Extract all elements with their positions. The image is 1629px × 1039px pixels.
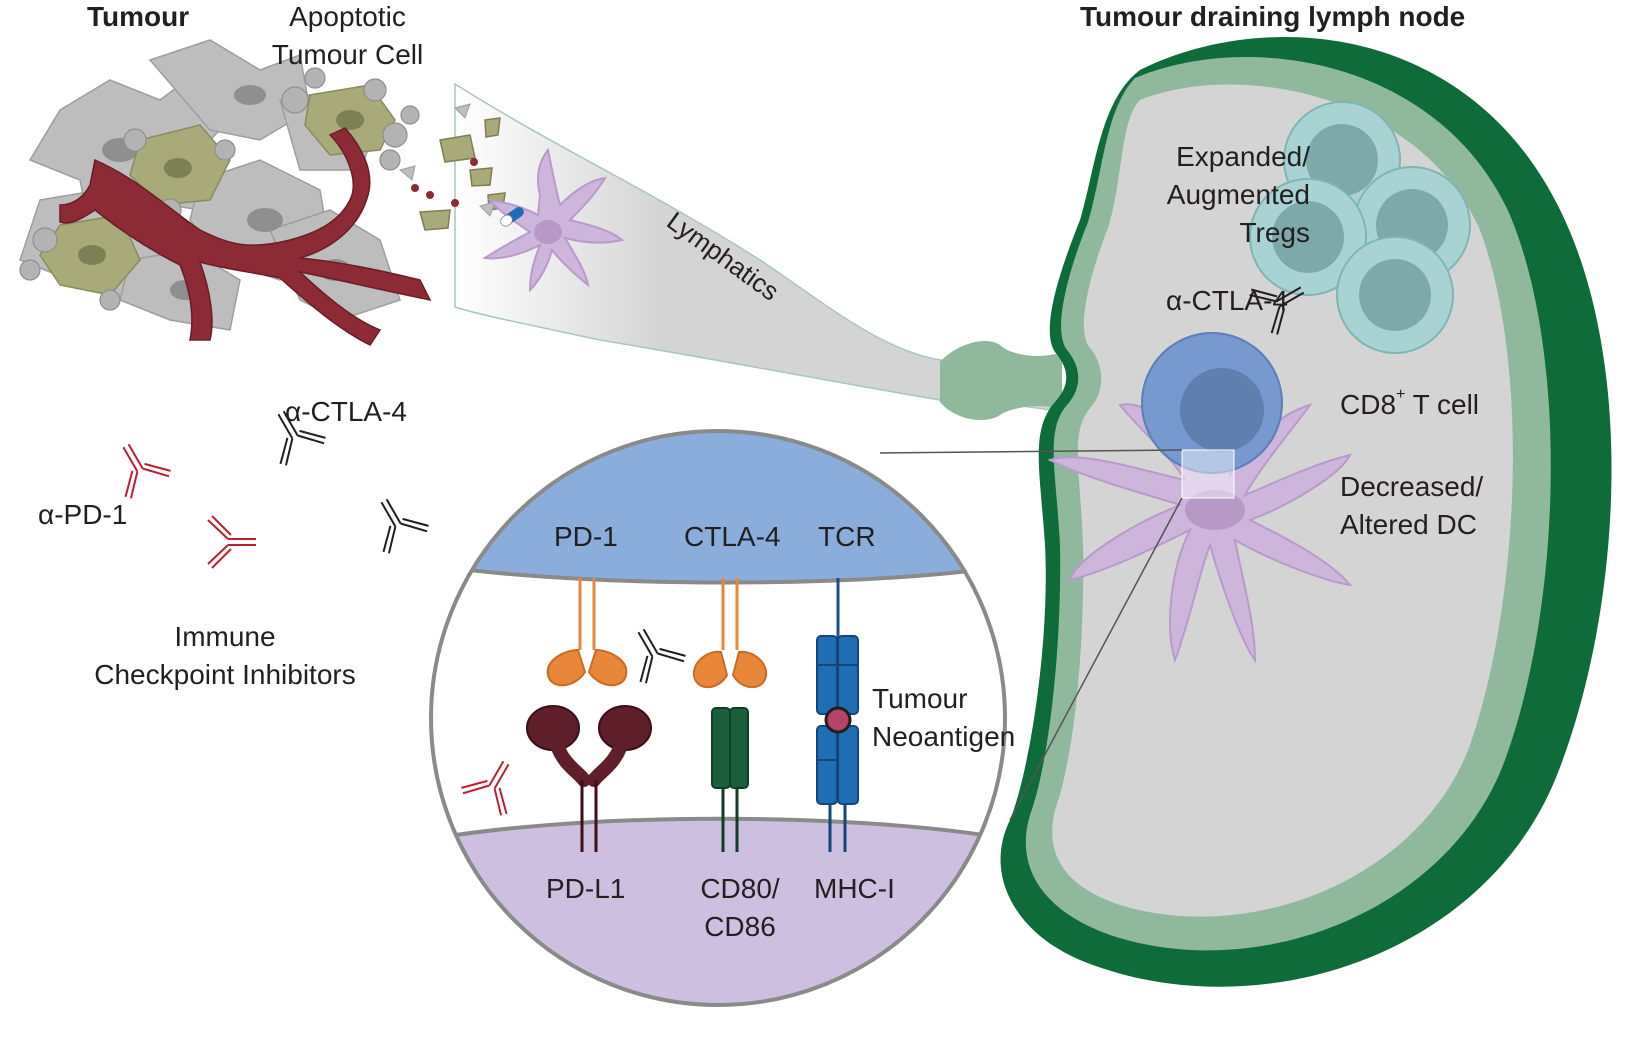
antibody-red-2 bbox=[207, 515, 256, 569]
blood-vessel bbox=[59, 127, 432, 346]
lymphatic-vessel bbox=[454, 82, 1062, 421]
tregs-line-1: Expanded/ bbox=[1176, 141, 1310, 172]
tcr-label: TCR bbox=[818, 521, 876, 552]
cd80-label: CD80/ CD86 bbox=[695, 870, 785, 945]
antibody-black-2 bbox=[380, 498, 429, 554]
mhc-complex bbox=[816, 725, 859, 852]
anti-ctla4-node-label: α-CTLA-4 bbox=[1166, 285, 1288, 316]
apoptotic-line-2: Tumour Cell bbox=[271, 38, 424, 70]
cd8-t-cell bbox=[1141, 332, 1283, 474]
tregs-label: Expanded/ Augmented Tregs bbox=[1110, 138, 1310, 252]
antibody-black-node bbox=[1249, 286, 1305, 335]
dendritic-cell-lymphatic bbox=[482, 147, 625, 293]
antibody-red-circle bbox=[461, 760, 510, 816]
apoptotic-debris bbox=[398, 103, 506, 231]
dc-line-1: Decreased/ bbox=[1340, 471, 1484, 502]
antibody-black-circle bbox=[637, 628, 686, 684]
zoom-connector-bottom bbox=[1009, 497, 1183, 821]
mhc-label: MHC-I bbox=[814, 873, 895, 904]
tregs-line-2: Augmented bbox=[1166, 179, 1310, 211]
neoantigen-label: Tumour Neoantigen bbox=[872, 680, 1015, 755]
pd1-receptor bbox=[546, 578, 628, 687]
neoantigen-dot bbox=[824, 706, 852, 734]
ctla4-receptor bbox=[692, 578, 768, 689]
ici-line-1: Immune bbox=[174, 621, 276, 652]
tregs-line-3: Tregs bbox=[1239, 217, 1310, 249]
neoantigen-line-2: Neoantigen bbox=[872, 720, 1016, 752]
lymph-node-title: Tumour draining lymph node bbox=[1080, 1, 1466, 32]
ctla4-label: CTLA-4 bbox=[684, 521, 781, 552]
anti-pd1-label: α-PD-1 bbox=[38, 499, 128, 530]
antigen-capsule bbox=[500, 207, 524, 227]
treg-cells bbox=[1249, 101, 1471, 354]
cd80-line-1: CD80/ bbox=[700, 873, 780, 904]
tumour-title: Tumour bbox=[87, 1, 190, 32]
tumour-mass bbox=[19, 39, 432, 346]
ici-label: Immune Checkpoint Inhibitors bbox=[60, 618, 390, 693]
cd8-t-cell-label: CD8+ T cell bbox=[1340, 386, 1479, 424]
cd8-superscript: + bbox=[1396, 386, 1406, 403]
tcr-receptor bbox=[816, 578, 859, 715]
antibody-black-1 bbox=[277, 410, 326, 466]
pdl1-ligand bbox=[526, 705, 652, 852]
zoom-connector-top bbox=[879, 449, 1183, 454]
cd80-line-2: CD86 bbox=[704, 910, 776, 942]
apoptotic-cell-label: Apoptotic Tumour Cell bbox=[245, 0, 450, 73]
apoptotic-line-1: Apoptotic bbox=[289, 1, 406, 32]
pd1-label: PD-1 bbox=[554, 521, 618, 552]
dendritic-cell-node bbox=[1047, 398, 1353, 664]
ici-line-2: Checkpoint Inhibitors bbox=[94, 658, 356, 690]
dc-line-2: Altered DC bbox=[1340, 508, 1477, 540]
cd8-text: CD8 bbox=[1340, 389, 1397, 420]
t-cell-text: T cell bbox=[1405, 389, 1480, 420]
neoantigen-line-1: Tumour bbox=[872, 683, 968, 714]
dc-label: Decreased/ Altered DC bbox=[1340, 468, 1483, 543]
antibody-red-1 bbox=[122, 443, 171, 499]
cd80-ligand bbox=[711, 707, 749, 852]
anti-ctla4-left-label: α-CTLA-4 bbox=[285, 396, 407, 427]
pdl1-label: PD-L1 bbox=[546, 873, 626, 904]
synapse-highlight bbox=[1181, 449, 1235, 499]
